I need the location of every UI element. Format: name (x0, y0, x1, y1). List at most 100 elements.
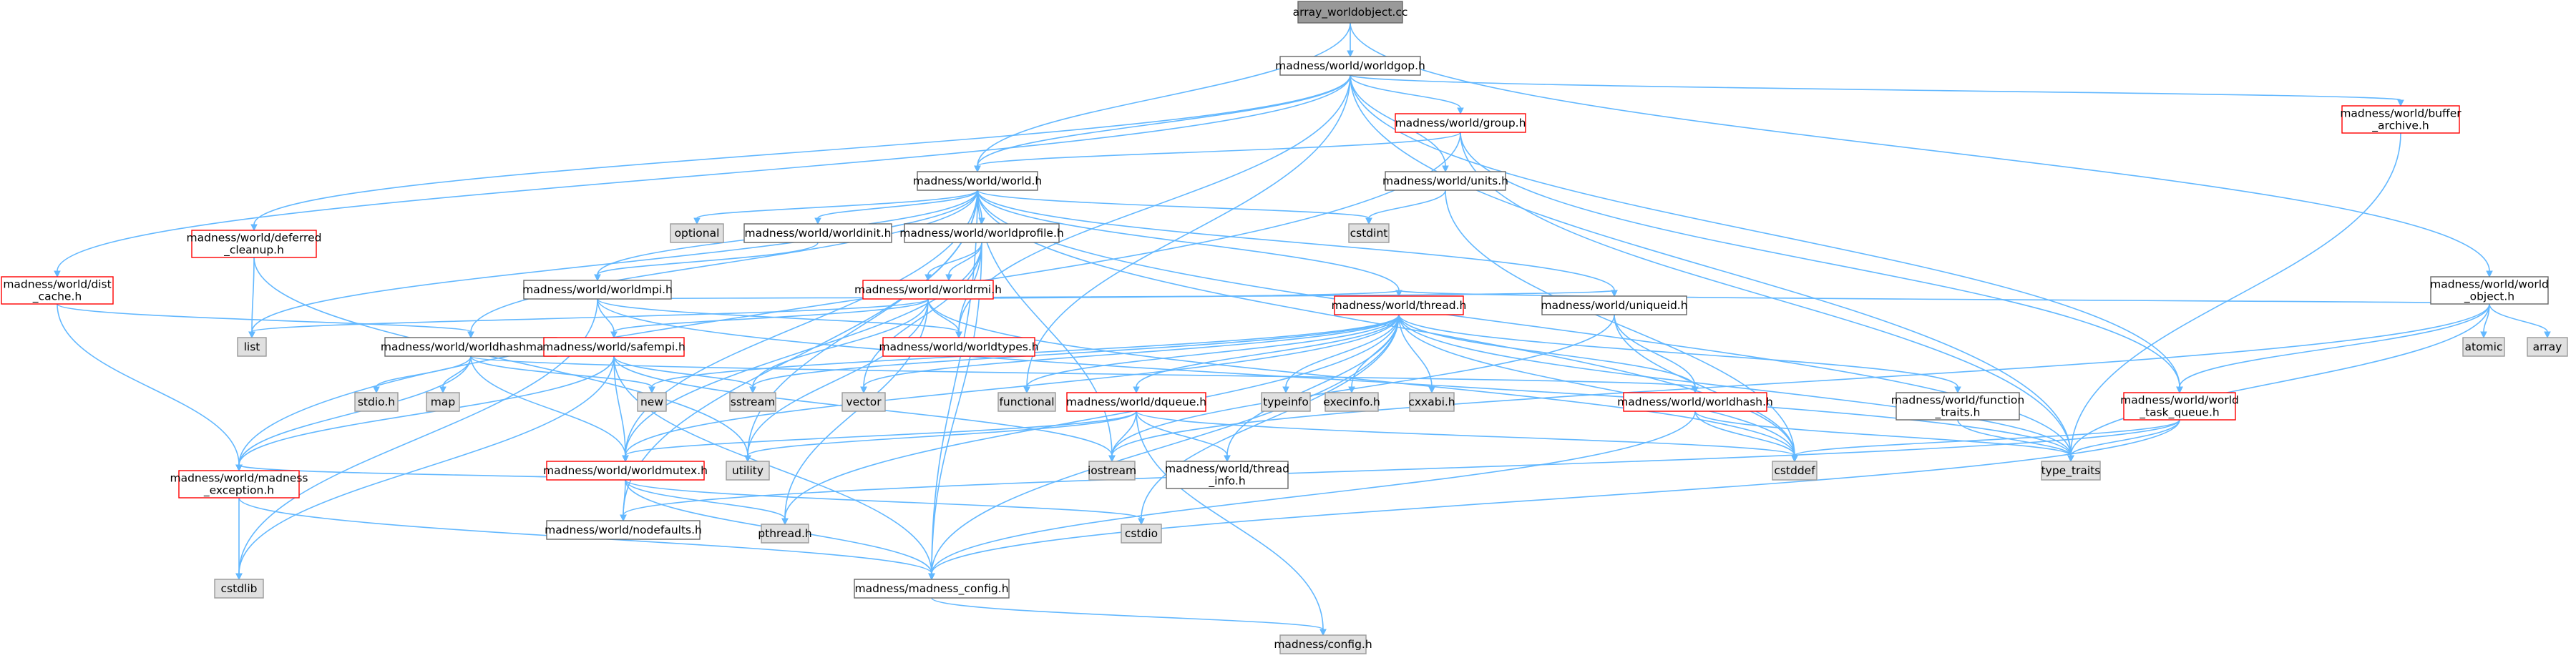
node-utility[interactable]: utility (726, 461, 770, 481)
node-config[interactable]: madness/config.h (1274, 634, 1372, 654)
node-box (1334, 295, 1464, 315)
edge-worldrmi-to-cstddef (927, 298, 1798, 463)
node-worldhash[interactable]: madness/world/worldhash.h (1617, 392, 1773, 412)
node-worldinit[interactable]: madness/world/worldinit.h (743, 223, 892, 243)
node-functional[interactable]: functional (997, 392, 1056, 412)
node-box (1395, 113, 1526, 133)
node-stdio[interactable]: stdio.h (354, 392, 399, 412)
edge-worldmutex-to-cstdio (625, 479, 1145, 526)
edge-worldrmi-to-worldtypes (927, 298, 962, 339)
edge-worldmutex-to-nodefaults (620, 479, 627, 522)
node-worldhashmap[interactable]: madness/world/worldhashmap.h (381, 337, 561, 357)
node-root[interactable]: array_worldobject.cc (1293, 1, 1408, 24)
node-label: madness/world/safempi.h (542, 340, 686, 353)
node-box (1297, 1, 1403, 24)
node-deferred_cleanup[interactable]: madness/world/deferred_cleanup.h (187, 230, 322, 258)
node-uniqueid[interactable]: madness/world/uniqueid.h (1541, 295, 1688, 315)
edge-world-to-optional (693, 190, 978, 225)
node-world[interactable]: madness/world/world.h (913, 171, 1043, 191)
edge-worldhash-to-madness_config (928, 411, 1696, 581)
node-cxxabi[interactable]: cxxabi.h (1408, 392, 1455, 412)
node-worldmutex[interactable]: madness/world/worldmutex.h (543, 461, 708, 481)
node-label: madness/world/madness (170, 472, 308, 485)
edge-uniqueid-to-worldhash (1614, 314, 1699, 394)
node-box (1348, 223, 1390, 243)
node-cstddef[interactable]: cstddef (1772, 461, 1818, 481)
node-cstdint[interactable]: cstdint (1348, 223, 1390, 243)
edge-dqueue-to-iostream (1108, 411, 1137, 463)
node-vector[interactable]: vector (841, 392, 886, 412)
node-worldtypes[interactable]: madness/world/worldtypes.h (879, 337, 1039, 357)
node-madness_exception[interactable]: madness/world/madness_exception.h (170, 470, 308, 499)
node-label: madness/world/dist (3, 278, 111, 291)
edge-worldgop-to-world (974, 74, 1351, 173)
node-array[interactable]: array (2527, 337, 2568, 357)
node-worldmpi[interactable]: madness/world/worldmpi.h (522, 280, 673, 300)
node-box (523, 280, 672, 300)
edge-dqueue-to-utility (744, 411, 1137, 463)
node-cstdio[interactable]: cstdio (1121, 524, 1162, 544)
edge-thread-to-cxxabi (1398, 314, 1435, 394)
node-units[interactable]: madness/world/units.h (1382, 171, 1508, 191)
node-label: madness/world/worldgop.h (1275, 59, 1425, 72)
node-buffer_archive[interactable]: madness/world/buffer_archive.h (2340, 105, 2462, 134)
node-madness_config[interactable]: madness/madness_config.h (854, 579, 1010, 599)
edge-worldhashmap-to-madness_exception (235, 355, 472, 472)
node-label: cstdio (1125, 527, 1158, 540)
node-box (384, 337, 557, 357)
edge-madness_exception-to-cstdlib (235, 498, 243, 581)
node-box (2041, 461, 2101, 481)
node-new[interactable]: new (637, 392, 667, 412)
node-box (1324, 392, 1379, 412)
node-type_traits[interactable]: type_traits (2041, 461, 2101, 481)
node-thread[interactable]: madness/world/thread.h (1332, 295, 1467, 315)
node-box (1121, 524, 1162, 544)
node-box (237, 337, 267, 357)
node-dqueue[interactable]: madness/world/dqueue.h (1066, 392, 1206, 412)
node-worldrmi[interactable]: madness/world/worldrmi.h (854, 280, 1002, 300)
edge-worldrmi-to-utility (744, 298, 929, 463)
node-box (1896, 392, 2020, 421)
node-worldgop[interactable]: madness/world/worldgop.h (1275, 56, 1425, 76)
node-execinfo[interactable]: execinfo.h (1323, 392, 1380, 412)
edge-dqueue-to-cstddef (1136, 411, 1798, 463)
node-function_traits[interactable]: madness/world/function_traits.h (1891, 392, 2024, 421)
node-label: functional (999, 396, 1054, 408)
edges-layer (54, 22, 2551, 637)
node-label: _object.h (2464, 290, 2514, 304)
node-worldobject[interactable]: madness/world/world_object.h (2430, 276, 2549, 305)
node-dist_cache[interactable]: madness/world/dist_cache.h (1, 276, 114, 305)
node-label: _cache.h (32, 290, 82, 304)
node-label: madness/config.h (1274, 638, 1372, 651)
node-label: map (431, 396, 455, 408)
edge-thread-to-vector (860, 314, 1400, 394)
node-thread_info[interactable]: madness/world/thread_info.h (1165, 461, 1289, 489)
edge-worldgop-to-group (1350, 74, 1464, 115)
node-label: _archive.h (2371, 119, 2429, 133)
node-box (1385, 171, 1506, 191)
node-sstream[interactable]: sstream (729, 392, 776, 412)
node-task_queue[interactable]: madness/world/world_task_queue.h (2120, 392, 2239, 421)
node-nodefaults[interactable]: madness/world/nodefaults.h (545, 520, 702, 540)
node-group[interactable]: madness/world/group.h (1395, 113, 1526, 133)
edge-worldgop-to-deferred_cleanup (250, 74, 1351, 232)
node-atomic[interactable]: atomic (2462, 337, 2505, 357)
node-iostream[interactable]: iostream (1088, 461, 1136, 481)
node-typeinfo[interactable]: typeinfo (1261, 392, 1311, 412)
node-pthread[interactable]: pthread.h (758, 524, 812, 544)
node-worldprofile[interactable]: madness/world/worldprofile.h (899, 223, 1064, 243)
node-box (1279, 634, 1367, 654)
node-safempi[interactable]: madness/world/safempi.h (542, 337, 686, 357)
node-label: madness/world/thread.h (1332, 299, 1467, 312)
edge-worldmpi-to-worldtypes (597, 298, 962, 339)
node-label: vector (846, 396, 882, 408)
node-list[interactable]: list (237, 337, 267, 357)
node-cstdlib[interactable]: cstdlib (214, 579, 264, 599)
edge-worldobject-to-iostream (1108, 303, 2490, 463)
node-map[interactable]: map (426, 392, 460, 412)
node-optional[interactable]: optional (670, 223, 724, 243)
node-box (882, 337, 1035, 357)
edge-dqueue-to-worldmutex (622, 411, 1137, 463)
node-label: madness/world/world (2430, 278, 2549, 291)
